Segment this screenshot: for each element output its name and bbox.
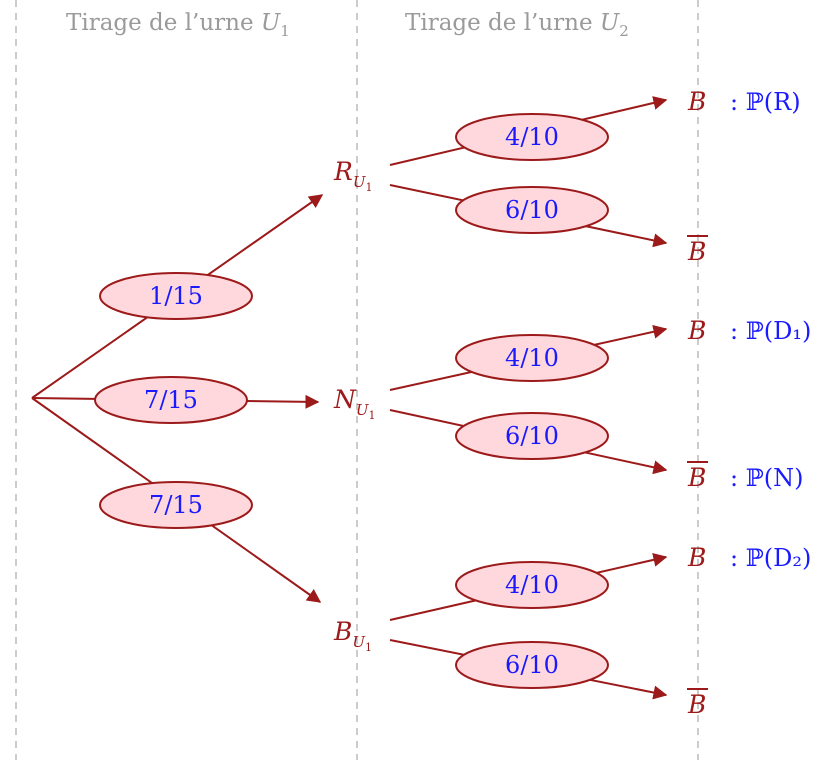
outcome: B : ℙ(N)	[687, 461, 804, 492]
outcome-label: B	[687, 543, 706, 572]
outcome-probability: : ℙ(D₂)	[730, 544, 811, 572]
outcome-probability: : ℙ(R)	[730, 88, 801, 116]
probability-pill	[455, 412, 609, 460]
header-urne-1: Tirage de l’urne U1	[66, 10, 290, 40]
outcome-label: B	[687, 87, 706, 116]
probability-label: 4/10	[505, 571, 559, 599]
probability-pill	[99, 481, 253, 529]
probability-label: 7/15	[144, 386, 198, 414]
outcome-label: B	[687, 690, 706, 719]
outcome: B : ℙ(D₂)	[687, 543, 811, 572]
probability-pill	[455, 641, 609, 689]
header-urne-2: Tirage de l’urne U2	[405, 10, 629, 40]
node-label: RU1	[333, 157, 372, 194]
outcome-label: B	[687, 316, 706, 345]
outcome: B	[687, 688, 708, 719]
probability-label: 4/10	[505, 123, 559, 151]
probability-pill	[99, 272, 253, 320]
probability-pill	[455, 334, 609, 382]
probability-pill	[455, 186, 609, 234]
probability-label: 6/10	[505, 196, 559, 224]
probability-pill	[94, 376, 248, 424]
outcome: B : ℙ(R)	[687, 87, 801, 116]
node-label: NU1	[333, 385, 376, 422]
outcome-label: B	[687, 237, 706, 266]
outcome-probability: : ℙ(D₁)	[730, 317, 811, 345]
probability-pill	[455, 113, 609, 161]
outcome: B	[687, 235, 708, 266]
probability-label: 6/10	[505, 651, 559, 679]
probability-label: 1/15	[149, 282, 203, 310]
outcome: B : ℙ(D₁)	[687, 316, 811, 345]
probability-label: 4/10	[505, 344, 559, 372]
probability-pill	[455, 561, 609, 609]
outcome-probability: : ℙ(N)	[730, 464, 804, 492]
probability-label: 7/15	[149, 491, 203, 519]
outcome-label: B	[687, 463, 706, 492]
probability-label: 6/10	[505, 422, 559, 450]
node-label: BU1	[333, 617, 372, 654]
